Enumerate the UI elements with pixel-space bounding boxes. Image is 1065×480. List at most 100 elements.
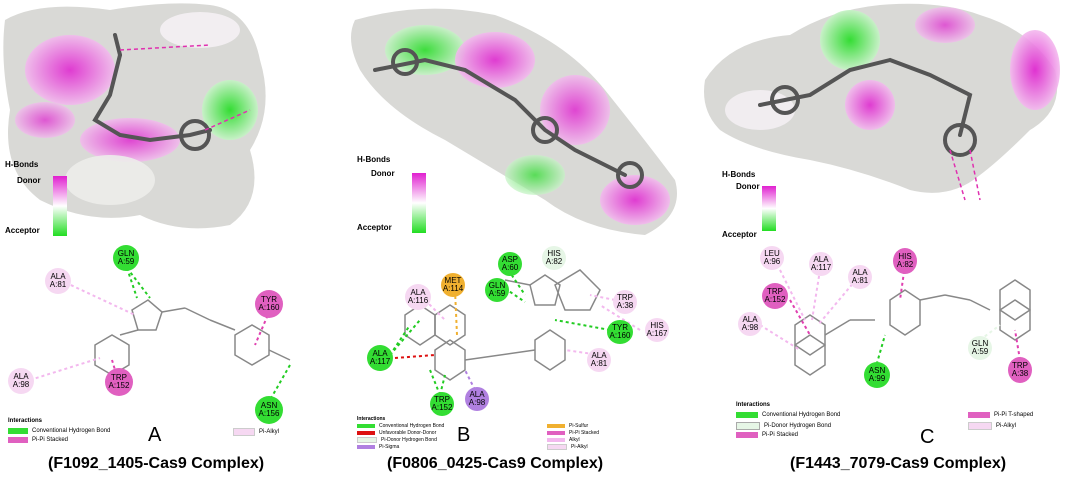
legend-swatch	[547, 431, 565, 435]
legend-item: Pi-Pi Stacked	[547, 430, 599, 436]
residue-number: A:82	[545, 257, 563, 266]
residue-name: TRP	[111, 373, 127, 382]
legend-label: Pi-Pi Stacked	[569, 430, 600, 436]
hbond-donor-label: Donor	[371, 169, 395, 178]
hbond-donor-label: Donor	[736, 182, 760, 191]
residue-number: A:117	[810, 263, 832, 272]
residue-name: ASP	[501, 255, 518, 264]
legend-swatch	[8, 437, 28, 443]
residue-number: A:81	[851, 276, 869, 285]
legend-label: Pi-Alkyl	[259, 429, 280, 435]
legend-label: Alkyl	[569, 437, 580, 443]
residue-name: GLN	[117, 249, 135, 258]
legend-swatch	[968, 412, 990, 418]
legend-label: Conventional Hydrogen Bond	[379, 423, 445, 429]
panel-caption: (F1443_7079-Cas9 Complex)	[790, 455, 1007, 472]
residue-name: ALA	[591, 351, 607, 360]
hbond-donor-label: Donor	[17, 176, 41, 185]
legend-swatch	[547, 438, 565, 442]
residue-number: A:152	[764, 295, 786, 304]
legend-item: Alkyl	[547, 437, 580, 443]
panel-caption: (F1092_1405-Cas9 Complex)	[48, 455, 265, 472]
legend-label: Conventional Hydrogen Bond	[762, 412, 841, 418]
legend-label: Pi-Alkyl	[571, 444, 588, 450]
legend-item: Conventional Hydrogen Bond	[8, 428, 110, 434]
residue-number: A:59	[488, 289, 506, 298]
legend-swatch	[547, 444, 567, 450]
interaction-diagram-c	[759, 264, 1031, 376]
panel-b: H-Bonds Donor Acceptor	[345, 0, 695, 480]
residue-number: A:82	[896, 260, 914, 269]
interactions-legend-b: Interactions Conventional Hydrogen Bond …	[357, 416, 657, 454]
legend-item: Pi-Alkyl	[233, 428, 279, 436]
legend-swatch	[357, 424, 375, 428]
legend-label: Pi-Pi Stacked	[32, 437, 69, 443]
legend-swatch	[547, 424, 565, 428]
legend-swatch	[736, 432, 758, 438]
residue-name: ALA	[13, 372, 29, 381]
legend-swatch	[233, 428, 255, 436]
legend-swatch	[357, 431, 375, 435]
hbond-title: H-Bonds	[722, 170, 756, 179]
legend-item: Pi-Sulfur	[547, 423, 588, 429]
hbond-acceptor-label: Acceptor	[5, 226, 40, 235]
residue-number: A:152	[108, 381, 130, 390]
legend-title: Interactions	[736, 402, 771, 408]
residue-number: A:114	[442, 284, 464, 293]
residue-name: ALA	[742, 315, 758, 324]
residue-number: A:99	[868, 374, 886, 383]
legend-item: Pi-Alkyl	[968, 422, 1016, 430]
residue-number: A:60	[501, 263, 519, 272]
residue-number: A:38	[1011, 369, 1029, 378]
hbond-color-key-c: H-Bonds Donor Acceptor	[722, 170, 797, 240]
residue-name: TRP	[767, 287, 783, 296]
residue-number: A:81	[590, 359, 608, 368]
hbond-acceptor-label: Acceptor	[722, 230, 757, 239]
legend-swatch	[736, 422, 760, 430]
residue-number: A:98	[468, 398, 486, 407]
hbond-title: H-Bonds	[5, 160, 39, 169]
legend-label: Pi-Donor Hydrogen Bond	[764, 423, 832, 429]
residue-number: A:98	[12, 380, 30, 389]
residue-number: A:59	[971, 347, 989, 356]
residue-name: HIS	[547, 249, 561, 258]
residue-name: TRP	[1012, 361, 1028, 370]
panel-letter: C	[920, 426, 935, 448]
legend-title: Interactions	[8, 418, 43, 424]
legend-swatch	[736, 412, 758, 418]
residue-name: GLN	[971, 339, 989, 348]
legend-item: Pi-Pi Stacked	[8, 437, 68, 443]
residue-name: ALA	[813, 255, 829, 264]
residue-name: LEU	[764, 249, 780, 258]
residue-name: TYR	[261, 295, 277, 304]
legend-label: Pi-Pi Stacked	[762, 432, 799, 438]
interactions-legend-c: Interactions Conventional Hydrogen Bond …	[736, 402, 1056, 444]
legend-label: Conventional Hydrogen Bond	[32, 428, 111, 434]
legend-swatch	[357, 445, 375, 449]
interactions-legend-a: Interactions Conventional Hydrogen Bond …	[8, 418, 308, 450]
legend-label: Unfavorable Donor-Donor	[379, 430, 437, 436]
hbond-gradient-bar	[53, 176, 67, 236]
residue-name: ASN	[868, 366, 886, 375]
residue-name: ASN	[260, 401, 278, 410]
residue-number: A:160	[609, 331, 631, 340]
hbond-color-key-a: H-Bonds Donor Acceptor	[5, 160, 75, 236]
legend-item: Pi-Pi Stacked	[736, 432, 798, 438]
